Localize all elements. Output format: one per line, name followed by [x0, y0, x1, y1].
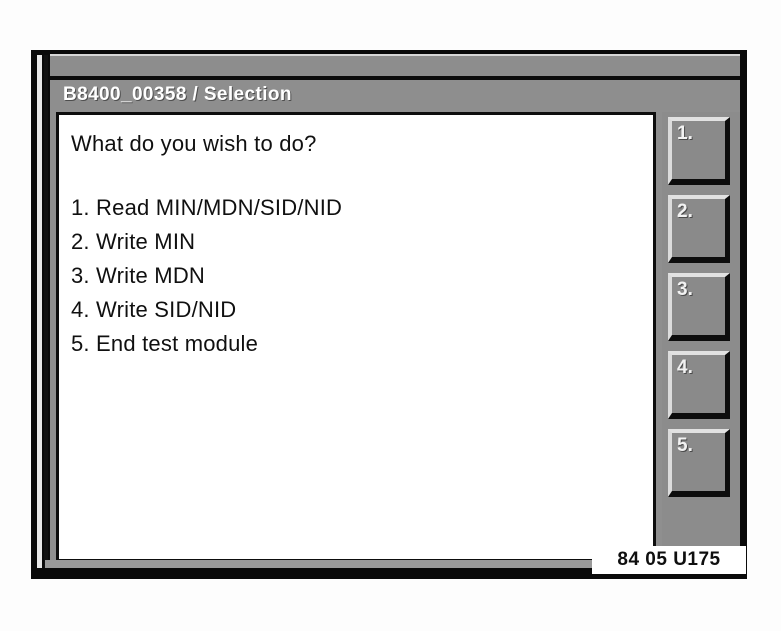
window-titlebar: B8400_00358 / Selection — [50, 80, 740, 110]
content-inner: What do you wish to do? 1. Read MIN/MDN/… — [59, 115, 653, 559]
softkey-label-5: 5. — [677, 435, 693, 456]
menu-item-3[interactable]: 3. Write MDN — [71, 263, 206, 288]
softkey-label-4: 4. — [677, 357, 693, 378]
window-top-strip-shadow — [50, 76, 740, 80]
softkey-label-3: 3. — [677, 279, 693, 300]
softkey-button-2[interactable]: 2. — [668, 195, 730, 263]
application-window: B8400_00358 / Selection What do you wish… — [50, 54, 740, 572]
status-code: 84 05 U175 — [617, 549, 721, 570]
status-bar: 84 05 U175 — [592, 546, 746, 574]
softkey-label-1: 1. — [677, 123, 693, 144]
softkey-button-3[interactable]: 3. — [668, 273, 730, 341]
window-title: B8400_00358 / Selection — [63, 84, 292, 105]
menu-list: 1. Read MIN/MDN/SID/NID 2. Write MIN 3. … — [71, 197, 653, 355]
softkey-column: 1. 2. 3. 4. 5. — [662, 112, 740, 562]
menu-item-1[interactable]: 1. Read MIN/MDN/SID/NID — [71, 195, 343, 220]
bottom-rail-highlight — [45, 560, 593, 568]
window-top-strip — [50, 54, 740, 76]
menu-item-2[interactable]: 2. Write MIN — [71, 229, 196, 254]
frame-left-highlight — [37, 55, 42, 573]
bottom-rail — [31, 568, 596, 579]
content-panel: What do you wish to do? 1. Read MIN/MDN/… — [56, 112, 656, 562]
frame-left-shadow — [44, 55, 48, 573]
softkey-button-4[interactable]: 4. — [668, 351, 730, 419]
prompt-question: What do you wish to do? — [71, 131, 317, 156]
softkey-button-5[interactable]: 5. — [668, 429, 730, 497]
device-screen-frame: B8400_00358 / Selection What do you wish… — [31, 50, 747, 579]
softkey-button-1[interactable]: 1. — [668, 117, 730, 185]
menu-item-4[interactable]: 4. Write SID/NID — [71, 297, 237, 322]
menu-item-5[interactable]: 5. End test module — [71, 331, 259, 356]
softkey-label-2: 2. — [677, 201, 693, 222]
